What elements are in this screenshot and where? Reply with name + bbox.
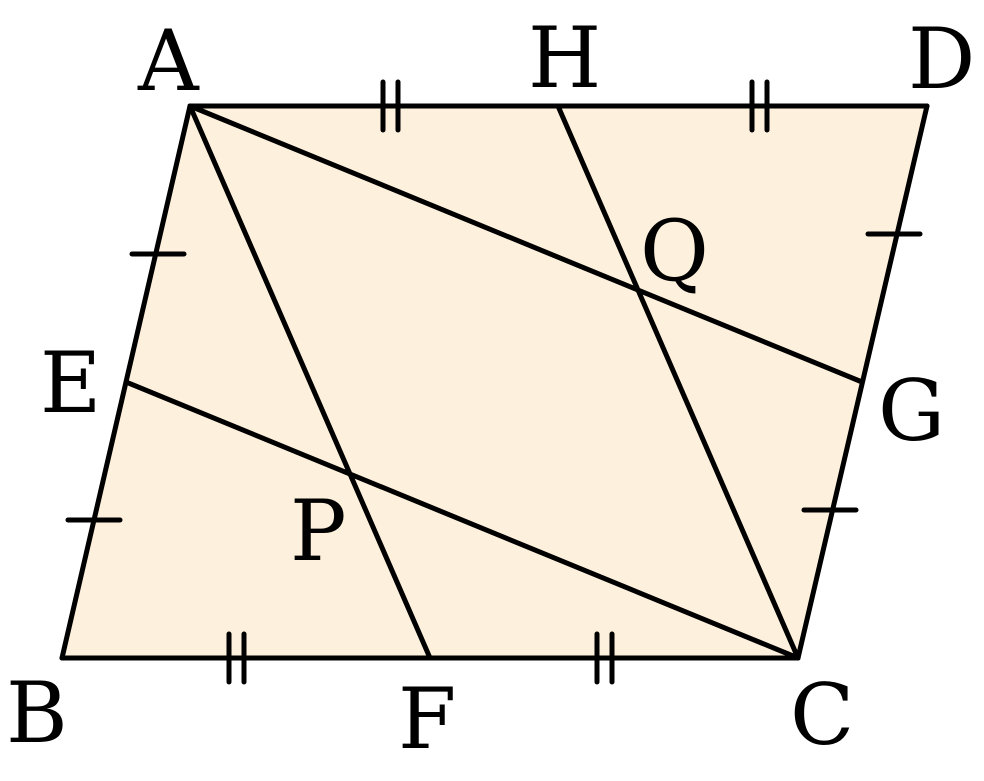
double-tick-AH	[380, 79, 401, 133]
double-tick-BF	[226, 631, 247, 685]
label-G: G	[878, 362, 945, 460]
label-Q: Q	[640, 202, 709, 300]
label-A: A	[137, 12, 200, 110]
label-D: D	[908, 10, 975, 108]
label-H: H	[528, 9, 601, 107]
label-P: P	[290, 482, 347, 580]
segment-AF	[187, 103, 433, 661]
segment-HC	[555, 103, 801, 661]
parallelogram-fill	[62, 106, 927, 658]
segment-EC	[123, 379, 801, 661]
segment-AG	[187, 103, 865, 385]
double-tick-HD	[749, 79, 770, 133]
label-F: F	[398, 670, 456, 768]
label-B: B	[6, 664, 68, 762]
label-C: C	[790, 666, 854, 764]
double-tick-FC	[594, 631, 615, 685]
label-E: E	[40, 334, 101, 432]
